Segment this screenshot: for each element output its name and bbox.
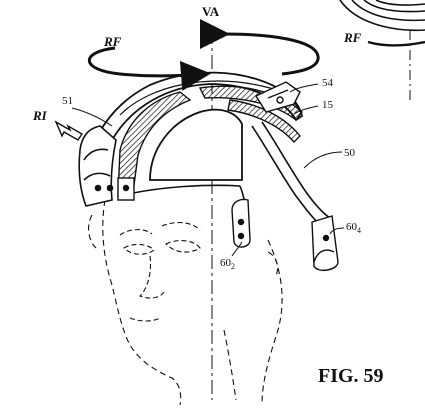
ref-label-60-2: 602: [220, 257, 235, 271]
side-anchor: [231, 198, 251, 248]
ref-label-50: 50: [344, 147, 356, 159]
inset-helmet-view: [339, 0, 425, 100]
rotation-label-right: RF: [343, 30, 362, 45]
ref-label-60-2-main: 60: [220, 257, 232, 269]
helmet-front-block: [78, 125, 117, 207]
hatched-liner: [117, 85, 303, 201]
rotation-arrow: [87, 18, 320, 91]
front-bracket: [117, 177, 135, 201]
head-outline: [87, 199, 283, 406]
ref-label-15: 15: [322, 99, 334, 111]
impact-label-ri: RI: [32, 108, 48, 123]
ref-label-60-4-main: 60: [346, 221, 358, 233]
inner-dome-window: [149, 108, 243, 181]
axis-label-va: VA: [202, 4, 220, 19]
face-features: [119, 221, 201, 322]
impact-arrow: [54, 120, 83, 141]
ref-label-60-2-sub: 2: [231, 262, 235, 271]
ref-label-60-4-sub: 4: [357, 226, 361, 235]
leader-lines: [71, 83, 345, 257]
ref-label-60-4: 604: [346, 221, 361, 235]
ref-label-54: 54: [322, 77, 334, 89]
rotation-label-left: RF: [103, 34, 122, 49]
rear-anchor: [311, 215, 339, 272]
figure-caption: FIG. 59: [318, 365, 384, 387]
top-clip: [254, 81, 301, 113]
ref-label-51: 51: [62, 95, 73, 107]
